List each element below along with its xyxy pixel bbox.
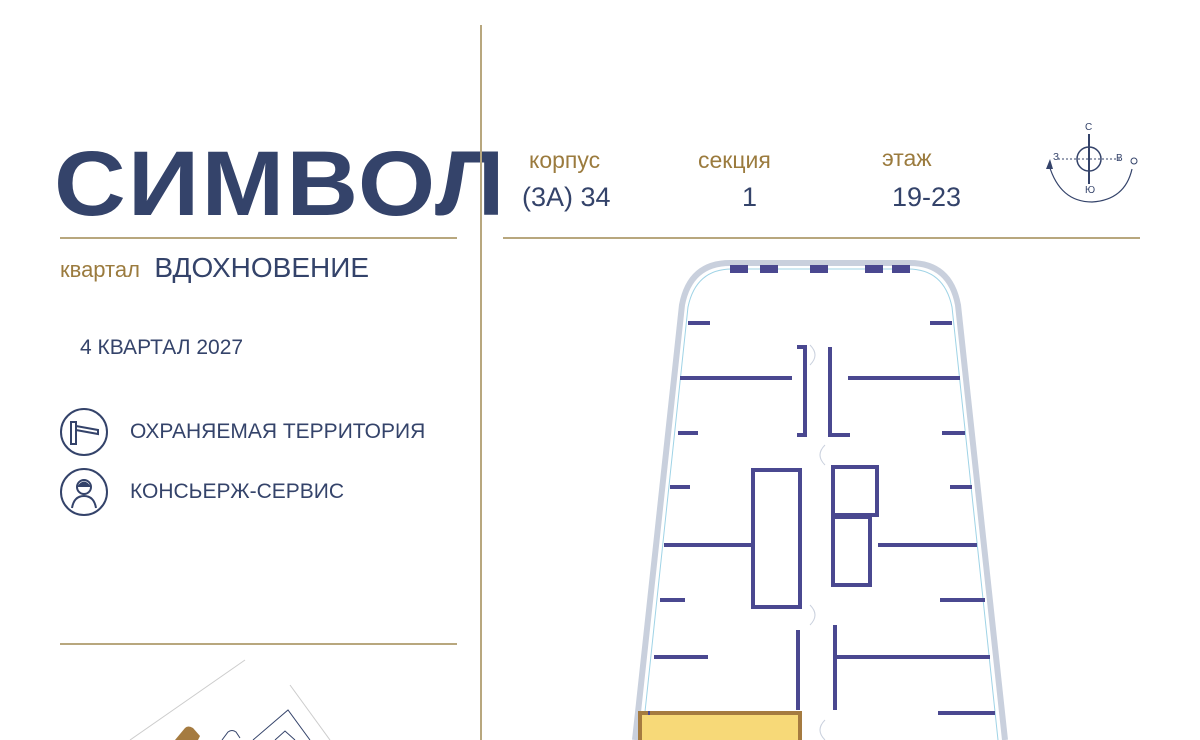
building-outline bbox=[274, 730, 296, 740]
feature-label: ОХРАНЯЕМАЯ ТЕРРИТОРИЯ bbox=[130, 420, 426, 443]
section-label: секция bbox=[698, 147, 771, 173]
vertical-divider bbox=[480, 25, 482, 740]
divider bbox=[60, 237, 457, 239]
street-line bbox=[129, 659, 246, 740]
floor-plan bbox=[632, 260, 1008, 740]
brand-logo: СИМВОЛ bbox=[54, 133, 507, 235]
concierge-icon bbox=[60, 468, 108, 516]
highlighted-apartment[interactable] bbox=[640, 713, 800, 740]
feature-security: ОХРАНЯЕМАЯ ТЕРРИТОРИЯ bbox=[60, 408, 425, 456]
section-value: 1 bbox=[742, 182, 758, 212]
facade-outline bbox=[632, 260, 1008, 740]
windows-top bbox=[730, 265, 910, 273]
door-swings bbox=[809, 344, 826, 740]
district-label: квартал bbox=[60, 257, 140, 282]
compass-east: В bbox=[1116, 153, 1123, 164]
compass-south: Ю bbox=[1085, 185, 1096, 196]
feature-concierge: КОНСЬЕРЖ-СЕРВИС bbox=[60, 468, 344, 516]
building-value: (3А) 34 bbox=[522, 182, 611, 212]
completion-date: 4 КВАРТАЛ 2027 bbox=[80, 336, 244, 359]
site-map bbox=[129, 659, 331, 740]
building-marker bbox=[175, 726, 200, 740]
building-outline bbox=[221, 730, 241, 740]
glazing-line bbox=[641, 268, 999, 740]
street-line bbox=[289, 684, 331, 740]
building-label: корпус bbox=[529, 147, 601, 173]
feature-label: КОНСЬЕРЖ-СЕРВИС bbox=[130, 480, 345, 503]
district-name: ВДОХНОВЕНИЕ bbox=[154, 252, 370, 283]
district: квартал ВДОХНОВЕНИЕ bbox=[60, 252, 369, 284]
compass-north: С bbox=[1085, 122, 1093, 133]
compass-icon: С Ю З В bbox=[1040, 122, 1145, 207]
divider bbox=[503, 237, 1140, 239]
floor-label: этаж bbox=[882, 145, 932, 171]
divider bbox=[60, 643, 457, 645]
interior-walls bbox=[648, 321, 995, 715]
floor-value: 19-23 bbox=[892, 182, 962, 212]
barrier-icon bbox=[60, 408, 108, 456]
compass-west: З bbox=[1053, 152, 1060, 163]
apartment-wall bbox=[638, 711, 802, 740]
building-outline bbox=[252, 709, 311, 740]
